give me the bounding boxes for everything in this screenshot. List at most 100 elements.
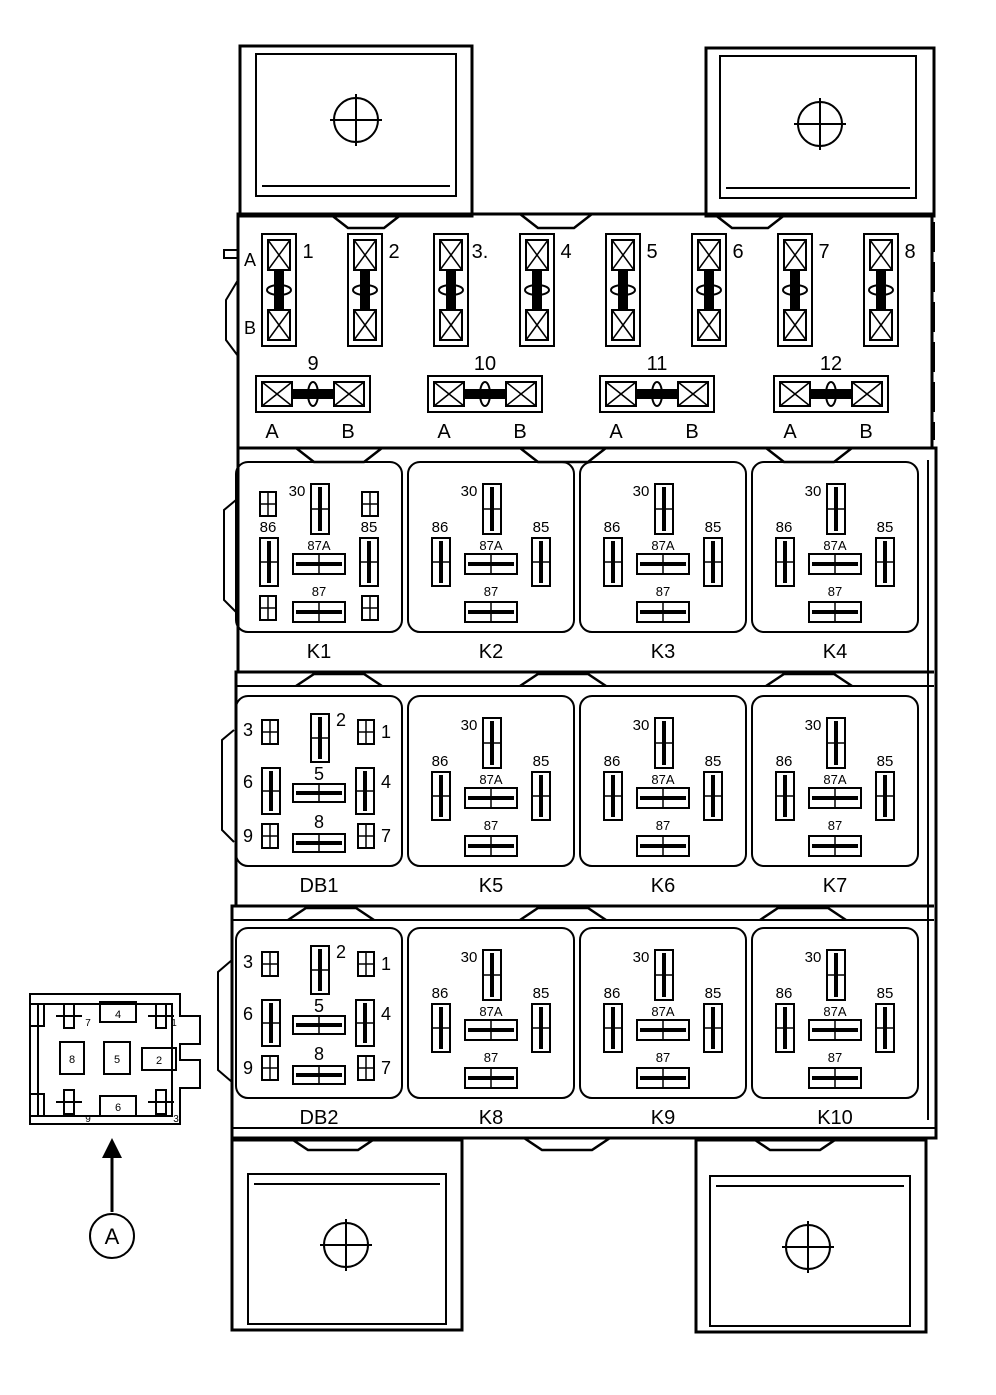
- fuse-body: [773, 375, 889, 413]
- fuse-terminal-a: A: [609, 421, 623, 443]
- terminal-30-label: 30: [633, 949, 650, 966]
- connector-pin-2: 2: [156, 1055, 162, 1067]
- terminal-87a-label: 87A: [479, 1004, 502, 1019]
- fuse-5: 5: [605, 233, 658, 347]
- terminal-87-label: 87: [656, 818, 670, 833]
- pin-8-label: 8: [314, 1044, 324, 1064]
- terminal-85-label: 85: [705, 519, 722, 536]
- cell-label: K5: [479, 875, 503, 897]
- fuse-1: 1AB: [244, 233, 314, 347]
- fuse-3: 3.: [433, 233, 489, 347]
- connector-pin-8: 8: [69, 1054, 75, 1066]
- fuse-body: [433, 233, 469, 347]
- terminal-87-label: 87: [828, 1050, 842, 1065]
- terminal-87a-label: 87A: [307, 538, 330, 553]
- pin-7-label: 7: [381, 1058, 391, 1078]
- fuse-terminal-a: A: [265, 421, 279, 443]
- cell-socket: [579, 461, 747, 633]
- connector-pin-3: 3: [173, 1114, 179, 1125]
- cell-label: K8: [479, 1107, 503, 1129]
- cell-socket: [235, 695, 403, 867]
- mounting-tab-top-right: [704, 46, 936, 218]
- fuse-terminal-a: A: [437, 421, 451, 443]
- pin-9-label: 9: [243, 1058, 253, 1078]
- fuse-number: 2: [388, 241, 399, 263]
- terminal-85-label: 85: [705, 985, 722, 1002]
- pin-5-label: 5: [314, 996, 324, 1016]
- fuse-body: [863, 233, 899, 347]
- terminal-86-label: 86: [776, 753, 793, 770]
- fuse-number: 9: [307, 353, 318, 375]
- terminal-87-label: 87: [828, 584, 842, 599]
- pin-2-label: 2: [336, 942, 346, 962]
- cell-label: K6: [651, 875, 675, 897]
- cell-socket: [407, 927, 575, 1099]
- fuse-body: [519, 233, 555, 347]
- terminal-86-label: 86: [432, 985, 449, 1002]
- cell-socket: [751, 461, 919, 633]
- fuse-number: 4: [560, 241, 571, 263]
- pin-7-label: 7: [381, 826, 391, 846]
- terminal-87a-label: 87A: [651, 772, 674, 787]
- fuse-terminal-b: B: [859, 421, 872, 443]
- terminal-87-label: 87: [484, 818, 498, 833]
- terminal-87a-label: 87A: [651, 1004, 674, 1019]
- fuse-8: 8: [863, 233, 916, 347]
- cell-socket: [751, 695, 919, 867]
- section-clips: [287, 213, 853, 1152]
- pin-3-label: 3: [243, 952, 253, 972]
- fuse-number: 12: [820, 353, 842, 375]
- terminal-85-label: 85: [533, 753, 550, 770]
- mounting-tab-top-left: [238, 44, 474, 218]
- cell-socket: [751, 927, 919, 1099]
- fuse-body: [691, 233, 727, 347]
- terminal-30-label: 30: [461, 949, 478, 966]
- fuse-2: 2: [347, 233, 400, 347]
- cell-label: K4: [823, 641, 847, 663]
- terminal-87a-label: 87A: [651, 538, 674, 553]
- fuse-body: [261, 233, 297, 347]
- terminal-30-label: 30: [805, 717, 822, 734]
- fuse-12: 12A B: [773, 353, 889, 443]
- arrow-head-icon: [102, 1138, 122, 1158]
- fuse-terminal-a: A: [783, 421, 797, 443]
- terminal-85-label: 85: [533, 519, 550, 536]
- fuse-body: [777, 233, 813, 347]
- fuse-body: [605, 233, 641, 347]
- pin-6-label: 6: [243, 772, 253, 792]
- terminal-87a-label: 87A: [823, 772, 846, 787]
- cell-label: DB2: [300, 1107, 339, 1129]
- terminal-87-label: 87: [828, 818, 842, 833]
- pin-4-label: 4: [381, 772, 391, 792]
- terminal-87-label: 87: [656, 1050, 670, 1065]
- pin-1-label: 1: [381, 722, 391, 742]
- fuse-6: 6: [691, 233, 744, 347]
- terminal-87-label: 87: [312, 584, 326, 599]
- pin-1-label: 1: [381, 954, 391, 974]
- terminal-85-label: 85: [877, 753, 894, 770]
- pin-3-label: 3: [243, 720, 253, 740]
- fuse-body: [427, 375, 543, 413]
- fuse-number: 8: [904, 241, 915, 263]
- terminal-85-label: 85: [533, 985, 550, 1002]
- fuse-number: 3.: [472, 241, 489, 263]
- terminal-86-label: 86: [776, 985, 793, 1002]
- terminal-87-label: 87: [484, 584, 498, 599]
- terminal-87a-label: 87A: [479, 538, 502, 553]
- callout-letter: A: [105, 1224, 120, 1249]
- connector-pin-1: 1: [171, 1018, 177, 1029]
- terminal-87a-label: 87A: [823, 538, 846, 553]
- cell-socket: [407, 461, 575, 633]
